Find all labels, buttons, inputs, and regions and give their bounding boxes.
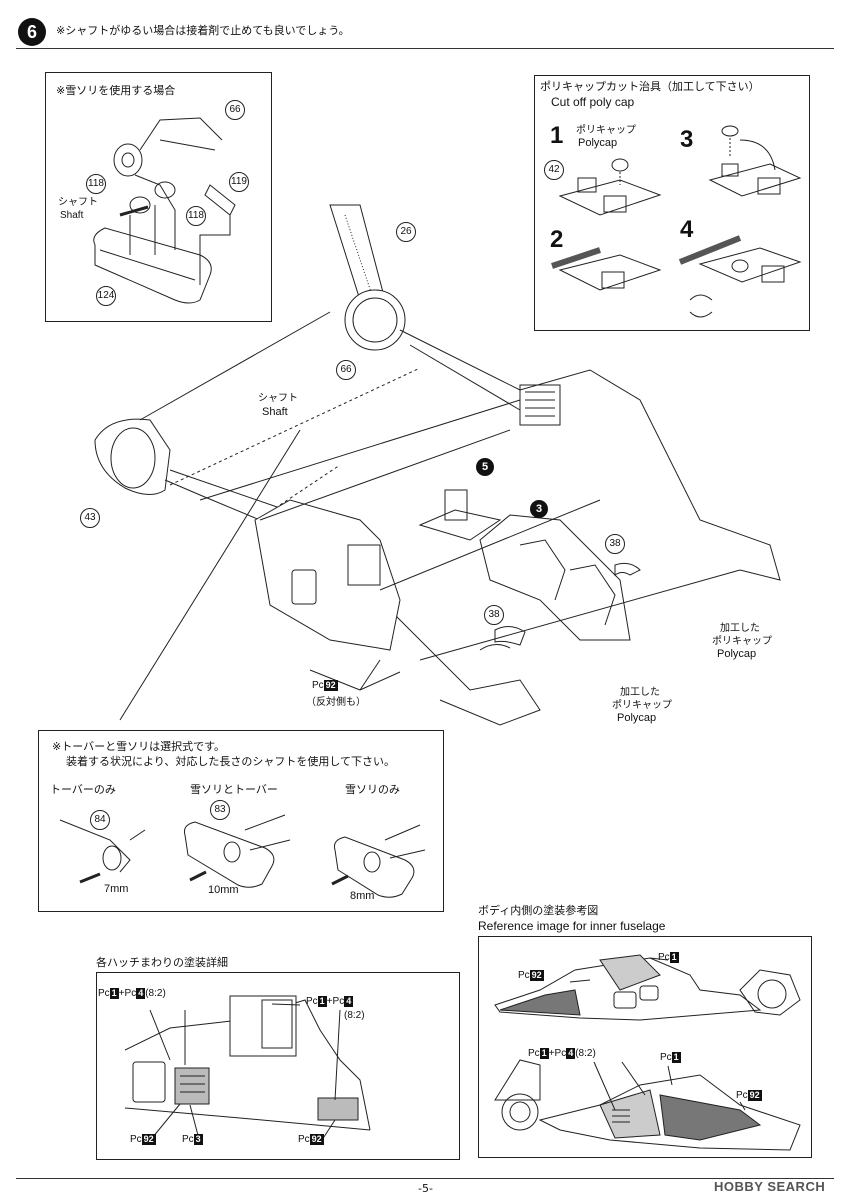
step-number: 6 bbox=[18, 18, 46, 46]
polycap-step-3: 3 bbox=[680, 126, 694, 153]
polycap-note-a-line1: 加工した bbox=[720, 623, 760, 634]
main-pc92-note: （反対側も） bbox=[306, 697, 366, 708]
skid-part-118a: 118 bbox=[86, 174, 106, 194]
option-skid-title: 雪ソリのみ bbox=[345, 783, 400, 796]
polycap-title-jp: ポリキャップカット治具（加工して下さい） bbox=[540, 80, 760, 93]
main-shaft-en: Shaft bbox=[262, 406, 288, 418]
main-part-66: 66 bbox=[336, 360, 356, 380]
option-both-part: 83 bbox=[210, 800, 230, 820]
hatch-mix-right-ratio: (8:2) bbox=[344, 1010, 365, 1021]
polycap-part-42: 42 bbox=[544, 160, 564, 180]
polycap-step-2: 2 bbox=[550, 226, 564, 253]
polycap-note-a-line2: ポリキャップ bbox=[712, 636, 772, 647]
polycap-label-en: Polycap bbox=[578, 137, 618, 149]
main-shaft-jp: シャフト bbox=[258, 393, 298, 404]
shaft-note-line2: 装着する状況により、対応した長さのシャフトを使用して下さい。 bbox=[66, 755, 396, 768]
skid-part-124: 124 bbox=[96, 286, 116, 306]
skid-shaft-jp: シャフト bbox=[58, 197, 98, 208]
option-towbar-part: 84 bbox=[90, 810, 110, 830]
skid-part-119: 119 bbox=[229, 172, 249, 192]
hatch-title: 各ハッチまわりの塗装詳細 bbox=[96, 956, 228, 969]
polycap-note-b-line2: ポリキャップ bbox=[612, 700, 672, 711]
main-part-38b: 38 bbox=[484, 605, 504, 625]
polycap-note-b-en: Polycap bbox=[617, 712, 657, 724]
page-number: -5- bbox=[418, 1182, 433, 1195]
option-both-length: 10mm bbox=[208, 884, 239, 896]
polycap-inset-box bbox=[534, 75, 810, 331]
polycap-title-en: Cut off poly cap bbox=[551, 95, 635, 109]
step-note: ※シャフトがゆるい場合は接着剤で止めても良いでしょう。 bbox=[56, 24, 350, 37]
footer-rule bbox=[16, 1178, 834, 1179]
inner-title-jp: ボディ内側の塗装参考図 bbox=[478, 904, 599, 917]
shaft-note-line1: ※トーバーと雪ソリは選択式です。 bbox=[52, 740, 226, 753]
option-skid-length: 8mm bbox=[350, 890, 375, 902]
polycap-step-1: 1 bbox=[550, 122, 564, 149]
option-both-title: 雪ソリとトーバー bbox=[190, 783, 278, 796]
polycap-step-4: 4 bbox=[680, 216, 694, 243]
inner-title-en: Reference image for inner fuselage bbox=[478, 919, 666, 933]
skid-shaft-en: Shaft bbox=[60, 210, 84, 221]
watermark: HOBBY SEARCH bbox=[714, 1179, 826, 1194]
polycap-label-jp: ポリキャップ bbox=[576, 125, 636, 136]
subassembly-3: 3 bbox=[530, 500, 548, 518]
polycap-note-b-line1: 加工した bbox=[620, 687, 660, 698]
subassembly-5: 5 bbox=[476, 458, 494, 476]
header-rule bbox=[16, 48, 834, 49]
skid-part-66: 66 bbox=[225, 100, 245, 120]
polycap-note-a-en: Polycap bbox=[717, 648, 757, 660]
skid-part-118b: 118 bbox=[186, 206, 206, 226]
option-towbar-title: トーバーのみ bbox=[50, 783, 116, 796]
skid-inset-title: ※雪ソリを使用する場合 bbox=[56, 84, 176, 97]
option-towbar-length: 7mm bbox=[104, 883, 129, 895]
main-part-26: 26 bbox=[396, 222, 416, 242]
main-part-38a: 38 bbox=[605, 534, 625, 554]
main-part-43: 43 bbox=[80, 508, 100, 528]
